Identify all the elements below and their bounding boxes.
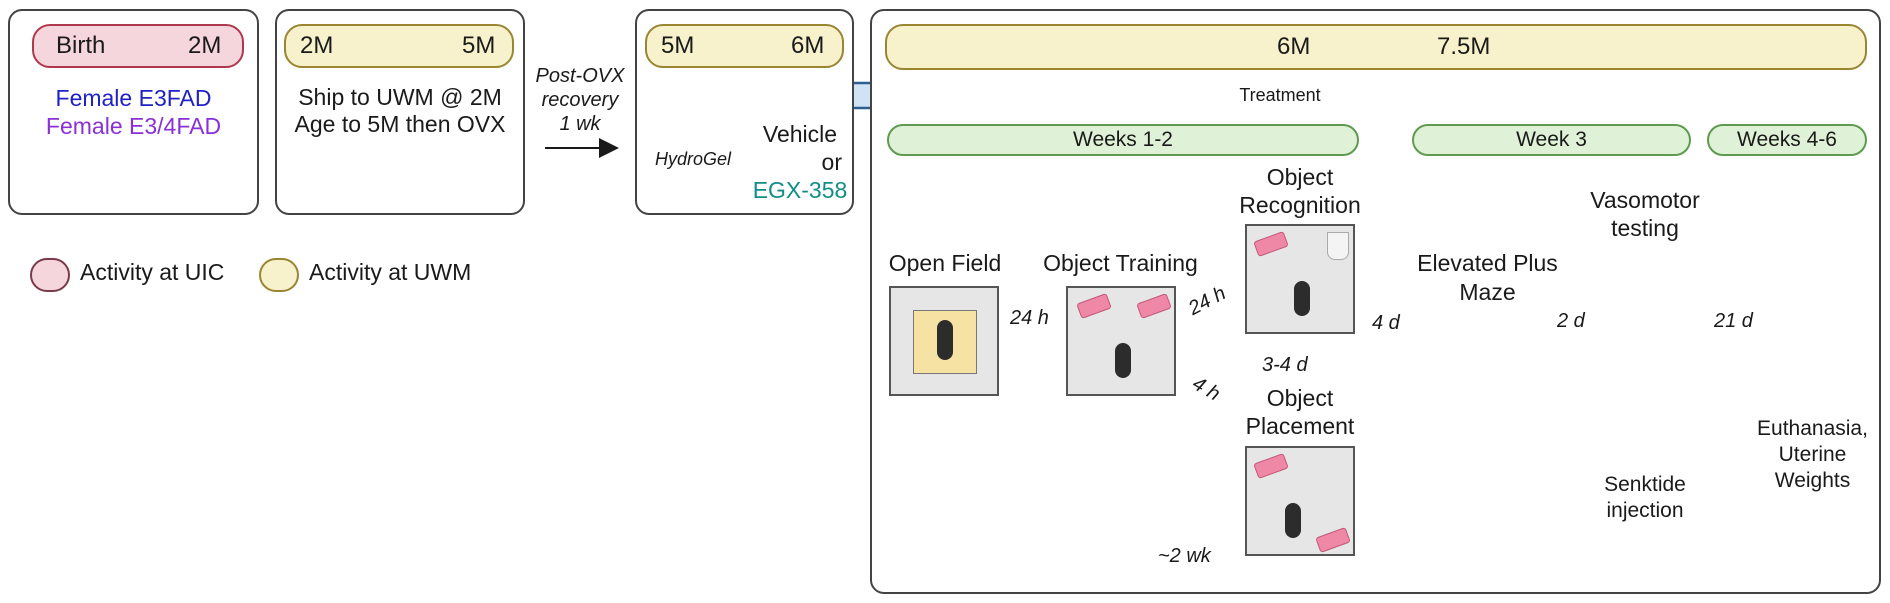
object-icon	[1076, 293, 1112, 319]
interval-24h-a: 24 h	[1010, 307, 1049, 329]
mouse-icon	[1115, 343, 1131, 378]
mouse-icon	[937, 320, 953, 360]
age-to: 5M	[462, 32, 496, 59]
recognition-title-2: Recognition	[1239, 192, 1361, 218]
senktide-text-1: Senktide	[1604, 473, 1686, 496]
interval-2d: 2 d	[1557, 310, 1585, 332]
mouse-icon	[1285, 503, 1301, 538]
mouse-icon	[1294, 281, 1310, 316]
object-icon	[1315, 527, 1351, 553]
object-icon	[1136, 293, 1172, 319]
object-icon	[1253, 231, 1289, 257]
placement-title-2: Placement	[1245, 413, 1355, 439]
euthanasia-text-3: Weights	[1774, 469, 1851, 492]
weeks12-pill: Weeks 1-2	[887, 124, 1359, 156]
object-training-title: Object Training	[1043, 250, 1198, 276]
female-e34fad: Female E3/4FAD	[45, 113, 222, 139]
age-text: Age to 5M then OVX	[294, 111, 506, 137]
recovery-line2: recovery	[541, 89, 619, 111]
panel-treatment	[870, 9, 1881, 594]
vehicle-text: Vehicle	[762, 121, 838, 147]
interval-34d: 3-4 d	[1262, 354, 1308, 376]
legend-uic-label: Activity at UIC	[80, 259, 225, 285]
open-field-title: Open Field	[888, 250, 1002, 276]
recovery-line1: Post-OVX	[535, 65, 625, 87]
birth-to: 2M	[188, 32, 222, 59]
recovery-label: Post-OVX recovery 1 wk	[530, 64, 630, 136]
weeks46-pill: Weeks 4-6	[1707, 124, 1867, 156]
birth-pill: Birth 2M	[32, 24, 244, 68]
legend-uwm-swatch	[259, 258, 299, 292]
ovx-to: 6M	[791, 32, 825, 59]
egx-text: EGX-358	[752, 177, 848, 203]
interval-4d: 4 d	[1372, 312, 1400, 334]
placement-title-1: Object	[1266, 385, 1334, 411]
week3-pill: Week 3	[1412, 124, 1691, 156]
flask-icon	[1327, 232, 1349, 260]
legend-uwm-label: Activity at UWM	[309, 259, 472, 285]
treatment-label: Treatment	[1239, 85, 1321, 105]
object-icon	[1253, 453, 1289, 479]
ship-text: Ship to UWM @ 2M	[298, 84, 502, 110]
interval-2wk: ~2 wk	[1158, 545, 1211, 567]
treatment-from: 6M	[1277, 33, 1311, 60]
epm-title-2: Maze	[1459, 279, 1516, 305]
treatment-pill: 6M 7.5M	[885, 24, 1867, 70]
epm-title-1: Elevated Plus	[1417, 250, 1558, 276]
object-training-arena	[1066, 286, 1176, 396]
recognition-arena	[1245, 224, 1355, 334]
treatment-to: 7.5M	[1437, 33, 1491, 60]
age-pill: 2M 5M	[284, 24, 514, 68]
vasomotor-title-2: testing	[1611, 215, 1679, 241]
legend-uic-swatch	[30, 258, 70, 292]
ovx-from: 5M	[661, 32, 695, 59]
open-field-arena	[889, 286, 999, 396]
interval-21d: 21 d	[1714, 310, 1753, 332]
euthanasia-text-2: Uterine	[1778, 443, 1847, 466]
or-text: or	[821, 149, 842, 175]
euthanasia-text-1: Euthanasia,	[1757, 417, 1868, 440]
placement-arena	[1245, 446, 1355, 556]
hydrogel-label: HydroGel	[654, 149, 732, 169]
ovx-pill: 5M 6M	[645, 24, 844, 68]
birth-from: Birth	[56, 32, 106, 59]
age-from: 2M	[300, 32, 334, 59]
recognition-title-1: Object	[1266, 164, 1334, 190]
female-e3fad: Female E3FAD	[55, 85, 212, 111]
recovery-line3: 1 wk	[559, 113, 601, 135]
vasomotor-title-1: Vasomotor	[1590, 187, 1700, 213]
senktide-text-2: injection	[1606, 499, 1684, 522]
